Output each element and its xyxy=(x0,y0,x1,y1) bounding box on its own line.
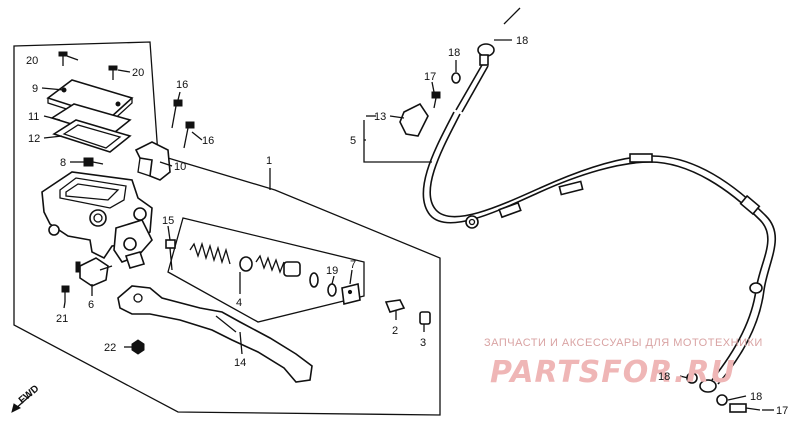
holder-10 xyxy=(134,141,171,181)
boot-19 xyxy=(327,283,337,297)
label-16-upper: 16 xyxy=(176,79,188,91)
nut-3 xyxy=(419,311,431,325)
screw-21 xyxy=(61,285,70,302)
screw-20-left xyxy=(58,51,68,66)
label-18-upper: 18 xyxy=(448,47,460,59)
switch-6 xyxy=(75,257,113,287)
bolt-16-upper xyxy=(171,99,183,129)
label-8: 8 xyxy=(60,157,66,169)
piston-parts-frame xyxy=(167,217,365,323)
piston-set-4 xyxy=(189,241,319,288)
label-3: 3 xyxy=(420,337,426,349)
label-2: 2 xyxy=(392,325,398,337)
cable-leader-lines xyxy=(363,39,774,411)
cap-screw-hole-right xyxy=(115,101,121,107)
label-20-right: 20 xyxy=(132,67,144,79)
diaphragm-inner xyxy=(62,124,122,149)
label-13: 13 xyxy=(374,111,386,123)
pivot-bolt-15 xyxy=(165,239,176,271)
label-19: 19 xyxy=(326,265,338,277)
assembly-frame xyxy=(13,41,441,416)
label-18-lower-right: 18 xyxy=(750,391,762,403)
label-17-lower: 17 xyxy=(776,405,788,417)
label-10: 10 xyxy=(174,161,186,173)
label-21: 21 xyxy=(56,313,68,325)
label-22: 22 xyxy=(104,342,116,354)
nut-22 xyxy=(131,339,145,355)
label-12: 12 xyxy=(28,133,40,145)
screw-20-right xyxy=(108,65,118,80)
fwd-label: FWD xyxy=(17,383,42,406)
pin-2 xyxy=(384,299,406,313)
label-7: 7 xyxy=(350,259,356,271)
label-14: 14 xyxy=(234,357,246,369)
master-cylinder-body xyxy=(41,171,153,269)
push-rod-7 xyxy=(341,283,361,305)
clutch-lever-14 xyxy=(117,285,313,383)
label-1: 1 xyxy=(266,155,272,167)
bolt-16-lower xyxy=(183,121,195,149)
watermark-subtitle: ЗАПЧАСТИ И АКСЕССУАРЫ ДЛЯ МОТОТЕХНИКИ xyxy=(484,337,763,349)
label-16-lower: 16 xyxy=(202,135,214,147)
label-5: 5 xyxy=(350,135,356,147)
label-4: 4 xyxy=(236,297,242,309)
label-6: 6 xyxy=(88,299,94,311)
watermark-logo: PARTSFOR.RU xyxy=(490,355,736,390)
label-9: 9 xyxy=(32,83,38,95)
leader-lines xyxy=(41,55,425,355)
label-15: 15 xyxy=(162,215,174,227)
label-17-upper: 17 xyxy=(424,71,436,83)
bolt-8 xyxy=(83,157,104,167)
clutch-cable-5 xyxy=(399,7,776,413)
label-11: 11 xyxy=(28,111,39,123)
label-18-top: 18 xyxy=(516,35,528,47)
fwd-indicator: FWD xyxy=(11,383,42,413)
label-20-left: 20 xyxy=(26,55,38,67)
label-18-lower-left: 18 xyxy=(658,371,670,383)
